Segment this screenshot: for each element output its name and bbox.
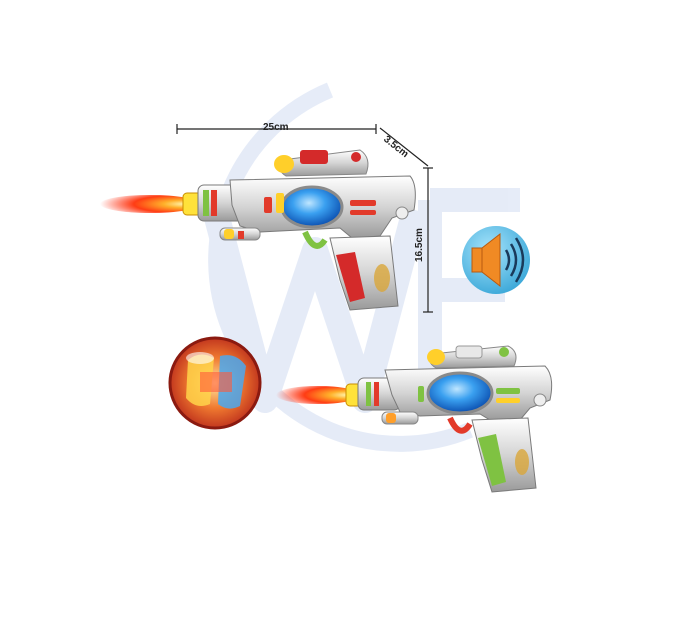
speaker-sound-icon — [462, 226, 530, 294]
muzzle-flame-1 — [100, 195, 200, 213]
toy-gun-green — [276, 345, 553, 493]
light-ball-icon — [168, 336, 262, 430]
dimension-lines — [176, 124, 433, 313]
height-dimension-label: 16.5cm — [414, 228, 425, 262]
width-dimension-label: 25cm — [263, 122, 289, 133]
toy-gun-red — [100, 149, 416, 311]
watermark-logo — [202, 82, 520, 452]
muzzle-flame-2 — [276, 386, 360, 404]
blue-led-2 — [426, 371, 494, 415]
blue-led-1 — [280, 185, 344, 229]
